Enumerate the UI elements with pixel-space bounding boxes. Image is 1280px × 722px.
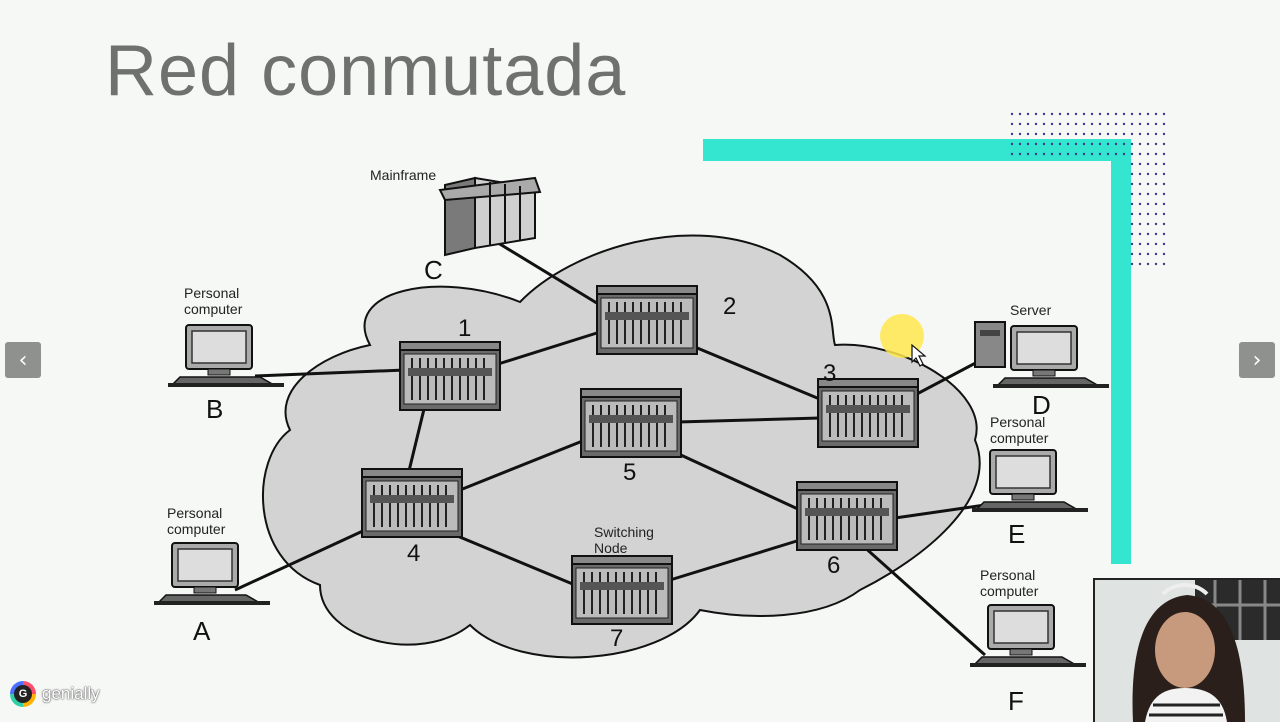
pc-e-icon bbox=[972, 450, 1088, 512]
node-label-6: 6 bbox=[827, 552, 840, 579]
genially-brand: G genially bbox=[10, 681, 100, 707]
chevron-left-icon[interactable]: ‹ bbox=[5, 342, 41, 378]
device-letter-e: E bbox=[1008, 519, 1025, 549]
node-label-2: 2 bbox=[723, 293, 736, 320]
genially-logo: G bbox=[10, 681, 36, 707]
switch-node-4 bbox=[362, 469, 462, 537]
server-label: Server bbox=[1010, 302, 1052, 318]
device-letter-a: A bbox=[193, 616, 211, 646]
webcam-overlay bbox=[1093, 578, 1280, 722]
dot-pattern bbox=[1011, 113, 1165, 265]
device-letter-c: C bbox=[424, 255, 443, 285]
server-icon bbox=[975, 322, 1109, 388]
node-label-1: 1 bbox=[458, 315, 471, 342]
mainframe-label: Mainframe bbox=[370, 167, 436, 183]
switch-node-1 bbox=[400, 342, 500, 410]
device-letter-d: D bbox=[1032, 390, 1051, 420]
device-letter-b: B bbox=[206, 394, 223, 424]
mainframe-icon bbox=[440, 178, 540, 255]
genially-wordmark: genially bbox=[42, 684, 100, 704]
switch-node-6 bbox=[797, 482, 897, 550]
switch-node-7 bbox=[572, 556, 672, 624]
node-label-3: 3 bbox=[823, 360, 836, 387]
switch-node-3 bbox=[818, 379, 918, 447]
node-label-5: 5 bbox=[623, 459, 636, 486]
chevron-right-icon[interactable]: › bbox=[1239, 342, 1275, 378]
pc-f-icon bbox=[970, 605, 1086, 667]
pc-a-icon bbox=[154, 543, 270, 605]
switch-node-2 bbox=[597, 286, 697, 354]
pc-b-icon bbox=[168, 325, 284, 387]
switch-node-5 bbox=[581, 389, 681, 457]
device-letter-f: F bbox=[1008, 686, 1024, 716]
node-label-7: 7 bbox=[610, 625, 623, 652]
node-label-4: 4 bbox=[407, 540, 420, 567]
